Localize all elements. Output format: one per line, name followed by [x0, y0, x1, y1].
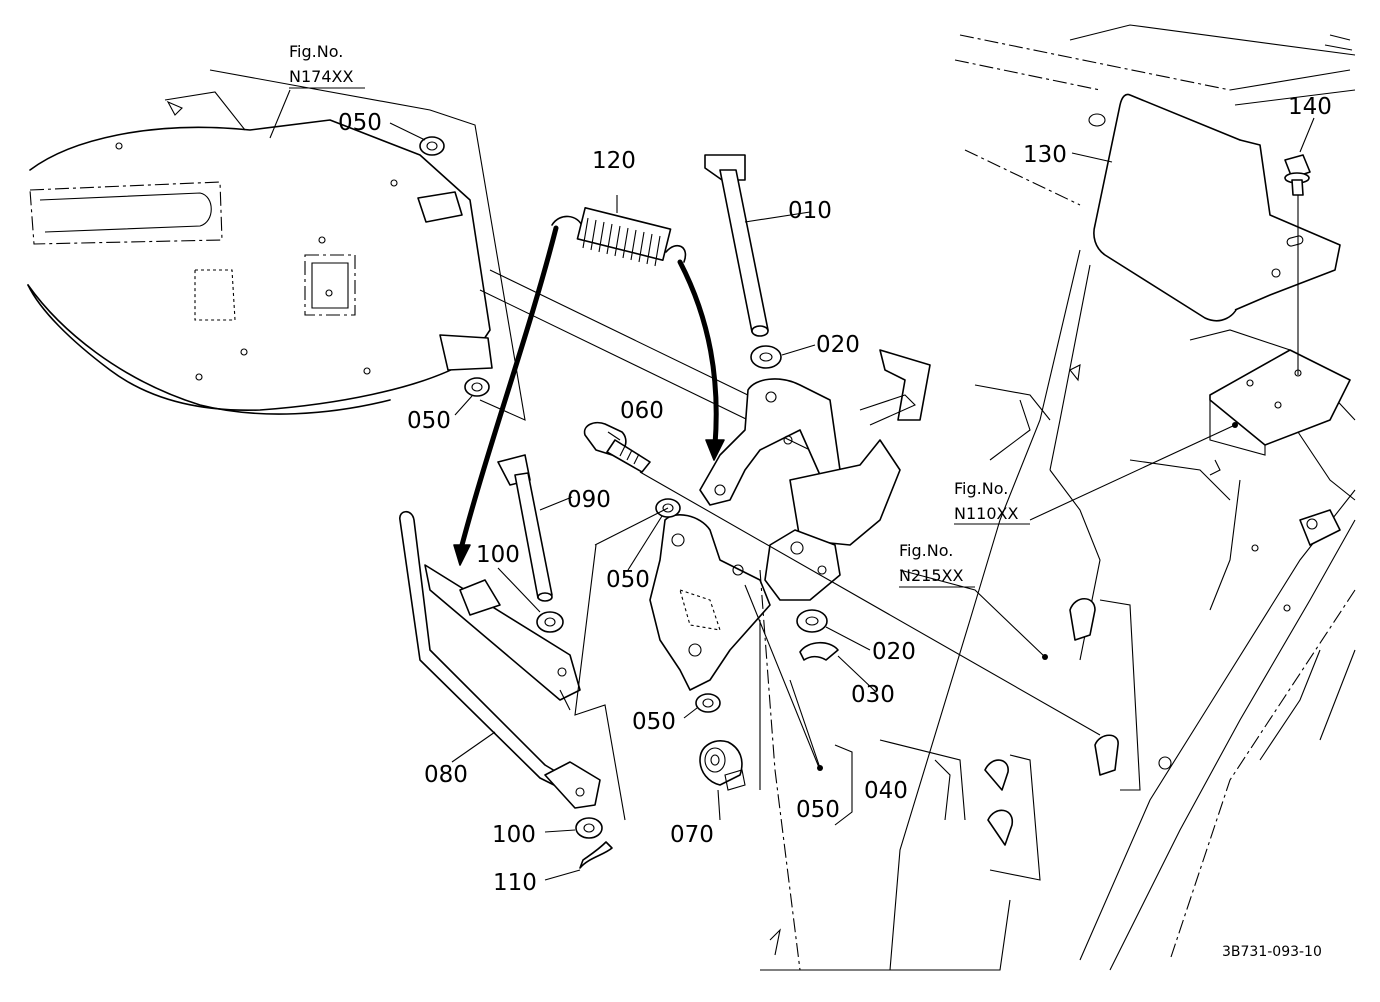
label-090[interactable]: 090 [567, 487, 611, 513]
label-060[interactable]: 060 [620, 398, 664, 424]
label-100[interactable]: 100 [492, 822, 536, 848]
label-050[interactable]: 050 [796, 797, 840, 823]
washer-100-lower[interactable] [575, 817, 603, 839]
bolt-060[interactable] [583, 421, 651, 473]
fig-ref-n174xx[interactable]: Fig.No. N174XX [289, 42, 365, 89]
label-140[interactable]: 140 [1288, 94, 1332, 120]
washer-020-lower[interactable] [796, 609, 828, 633]
snap-pin-030[interactable] [799, 641, 839, 661]
label-110[interactable]: 110 [493, 870, 537, 896]
bushing-070[interactable] [699, 740, 746, 791]
pin-010[interactable] [704, 154, 769, 337]
label-030[interactable]: 030 [851, 682, 895, 708]
label-050[interactable]: 050 [606, 567, 650, 593]
drawing-code: 3B731-093-10 [1222, 944, 1322, 960]
frame-assembly [759, 24, 1356, 971]
fig-ref-n110xx[interactable]: Fig.No. N110XX [954, 479, 1030, 525]
washer-100-upper[interactable] [536, 611, 564, 633]
lever-bracket-assembly[interactable] [649, 349, 931, 691]
washer-020-upper[interactable] [750, 345, 782, 369]
label-100[interactable]: 100 [476, 542, 520, 568]
fig-ref-number: N174XX [289, 67, 353, 86]
fig-ref-label: Fig.No. [954, 479, 1008, 498]
deck-plate-assembly [27, 69, 821, 451]
label-010[interactable]: 010 [788, 198, 832, 224]
label-020[interactable]: 020 [872, 639, 916, 665]
part-labels: 050 050 120 010 020 060 090 100 050 020 … [338, 94, 1332, 896]
washer-050-bracket-lower[interactable] [695, 693, 721, 713]
label-020[interactable]: 020 [816, 332, 860, 358]
label-050[interactable]: 050 [632, 709, 676, 735]
label-040[interactable]: 040 [864, 778, 908, 804]
label-050[interactable]: 050 [338, 110, 382, 136]
lever-rod-080[interactable] [399, 510, 601, 809]
label-070[interactable]: 070 [670, 822, 714, 848]
snap-pin-110[interactable] [579, 841, 613, 869]
tension-spring-120[interactable] [453, 207, 725, 566]
fig-ref-label: Fig.No. [899, 541, 953, 560]
leader-lines [269, 89, 1315, 881]
fig-ref-label: Fig.No. [289, 42, 343, 61]
label-130[interactable]: 130 [1023, 142, 1067, 168]
label-080[interactable]: 080 [424, 762, 468, 788]
washer-050-top[interactable] [419, 136, 445, 156]
fig-ref-number: N215XX [899, 566, 963, 585]
cover-plate-130[interactable] [1093, 93, 1341, 322]
fig-ref-number: N110XX [954, 504, 1018, 523]
washer-050-left[interactable] [464, 377, 490, 397]
label-120[interactable]: 120 [592, 148, 636, 174]
label-050[interactable]: 050 [407, 408, 451, 434]
fig-ref-n215xx[interactable]: Fig.No. N215XX [899, 541, 975, 588]
alignment-lines [559, 471, 1101, 821]
pin-090[interactable] [497, 454, 553, 602]
bolt-140[interactable] [1284, 154, 1311, 375]
